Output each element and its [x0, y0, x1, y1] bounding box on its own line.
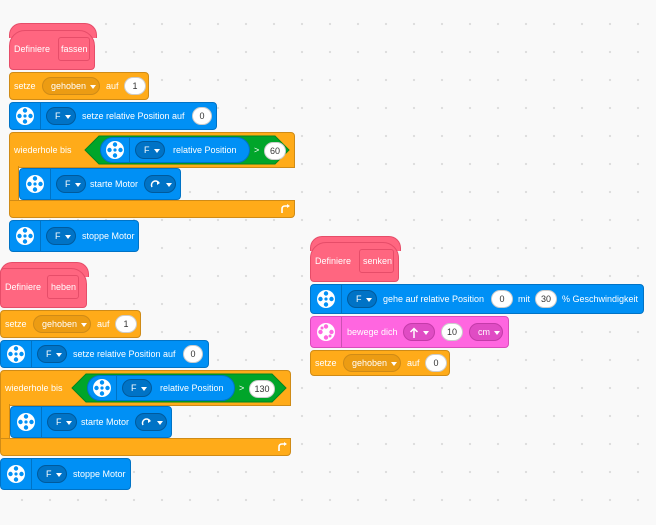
motor-icon — [17, 413, 35, 431]
chevron-down-icon — [64, 234, 71, 239]
define-label: Definiere — [14, 44, 51, 54]
speed-input[interactable]: 30 — [535, 290, 557, 308]
variable-dropdown[interactable]: gehoben — [33, 315, 91, 333]
variable-dropdown[interactable]: gehoben — [343, 354, 401, 372]
chevron-down-icon — [391, 361, 398, 366]
motor-icon — [317, 290, 335, 308]
loop-arrow-icon — [278, 442, 287, 451]
relative-position-reporter[interactable]: F relative Position — [87, 375, 235, 401]
variable-dropdown[interactable]: gehoben — [42, 77, 100, 95]
separator — [40, 103, 41, 129]
value-input[interactable]: 1 — [115, 315, 137, 333]
loop-arrow-icon — [281, 204, 290, 213]
set-variable-block[interactable]: setze gehoben auf 0 — [310, 350, 450, 376]
goto-relative-position-block[interactable]: F gehe auf relative Position 0 mit 30 % … — [310, 284, 644, 314]
motor-icon — [26, 175, 44, 193]
chevron-down-icon — [153, 148, 160, 153]
chevron-down-icon — [140, 386, 147, 391]
repeat-until-block[interactable]: wiederhole bis F relative Position > 130 — [0, 370, 291, 406]
chevron-down-icon — [423, 330, 429, 335]
stop-motor-block[interactable]: F stoppe Motor — [0, 458, 131, 490]
chevron-down-icon — [166, 182, 172, 187]
chevron-down-icon — [65, 420, 72, 425]
port-dropdown[interactable]: F — [122, 379, 152, 397]
position-input[interactable]: 0 — [491, 290, 513, 308]
repeat-until-block[interactable]: wiederhole bis F relative Position > 60 — [9, 132, 295, 168]
stop-motor-block[interactable]: F stoppe Motor — [9, 220, 139, 252]
define-senken-block[interactable]: Definiere senken — [310, 242, 399, 282]
port-dropdown[interactable]: F — [347, 290, 377, 308]
custom-block-name-senken: senken — [359, 249, 394, 273]
port-dropdown[interactable]: F — [46, 107, 76, 125]
unit-dropdown[interactable]: cm — [469, 323, 503, 341]
set-variable-block[interactable]: setze gehoben auf 1 — [9, 72, 149, 100]
start-motor-block[interactable]: F starte Motor — [10, 406, 172, 438]
chevron-down-icon — [157, 420, 163, 425]
chevron-down-icon — [55, 352, 62, 357]
motor-icon — [16, 227, 34, 245]
set-relative-position-block[interactable]: F setze relative Position auf 0 — [0, 340, 209, 368]
set-relative-position-block[interactable]: F setze relative Position auf 0 — [9, 102, 217, 130]
compare-value-input[interactable]: 130 — [249, 380, 275, 398]
custom-block-name-fassen: fassen — [58, 37, 90, 61]
direction-dropdown[interactable] — [144, 175, 176, 193]
direction-dropdown[interactable] — [135, 413, 167, 431]
port-dropdown[interactable]: F — [56, 175, 86, 193]
move-block[interactable]: bewege dich 10 cm — [310, 316, 509, 348]
define-fassen-block[interactable]: Definiere fassen — [9, 30, 95, 70]
define-heben-block[interactable]: Definiere heben — [0, 268, 87, 308]
port-dropdown[interactable]: F — [135, 141, 165, 159]
compare-value-input[interactable]: 60 — [264, 142, 286, 160]
repeat-bottom — [0, 438, 291, 456]
movement-icon — [317, 323, 335, 341]
distance-input[interactable]: 10 — [441, 323, 463, 341]
motor-icon — [93, 379, 111, 397]
chevron-down-icon — [81, 322, 88, 327]
set-variable-block[interactable]: setze gehoben auf 1 — [0, 310, 141, 338]
up-arrow-icon — [409, 327, 419, 338]
position-input[interactable]: 0 — [183, 345, 203, 363]
chevron-down-icon — [74, 182, 81, 187]
motor-icon — [7, 345, 25, 363]
relative-position-reporter[interactable]: F relative Position — [100, 137, 250, 163]
motor-icon — [7, 465, 25, 483]
motor-icon — [16, 107, 34, 125]
port-dropdown[interactable]: F — [46, 227, 76, 245]
port-dropdown[interactable]: F — [37, 345, 67, 363]
chevron-down-icon — [494, 330, 500, 335]
chevron-down-icon — [90, 84, 97, 89]
port-dropdown[interactable]: F — [47, 413, 77, 431]
clockwise-icon — [141, 417, 151, 425]
chevron-down-icon — [64, 114, 71, 119]
value-input[interactable]: 1 — [124, 77, 146, 95]
repeat-arm — [9, 166, 19, 206]
custom-block-name-heben: heben — [47, 275, 79, 299]
direction-dropdown[interactable] — [403, 323, 435, 341]
position-input[interactable]: 0 — [192, 107, 212, 125]
port-dropdown[interactable]: F — [37, 465, 67, 483]
chevron-down-icon — [55, 472, 62, 477]
repeat-arm — [0, 404, 10, 444]
value-input[interactable]: 0 — [425, 354, 447, 372]
start-motor-block[interactable]: F starte Motor — [19, 168, 181, 200]
chevron-down-icon — [365, 297, 372, 302]
repeat-bottom — [9, 200, 295, 218]
clockwise-icon — [150, 179, 160, 187]
motor-icon — [106, 141, 124, 159]
